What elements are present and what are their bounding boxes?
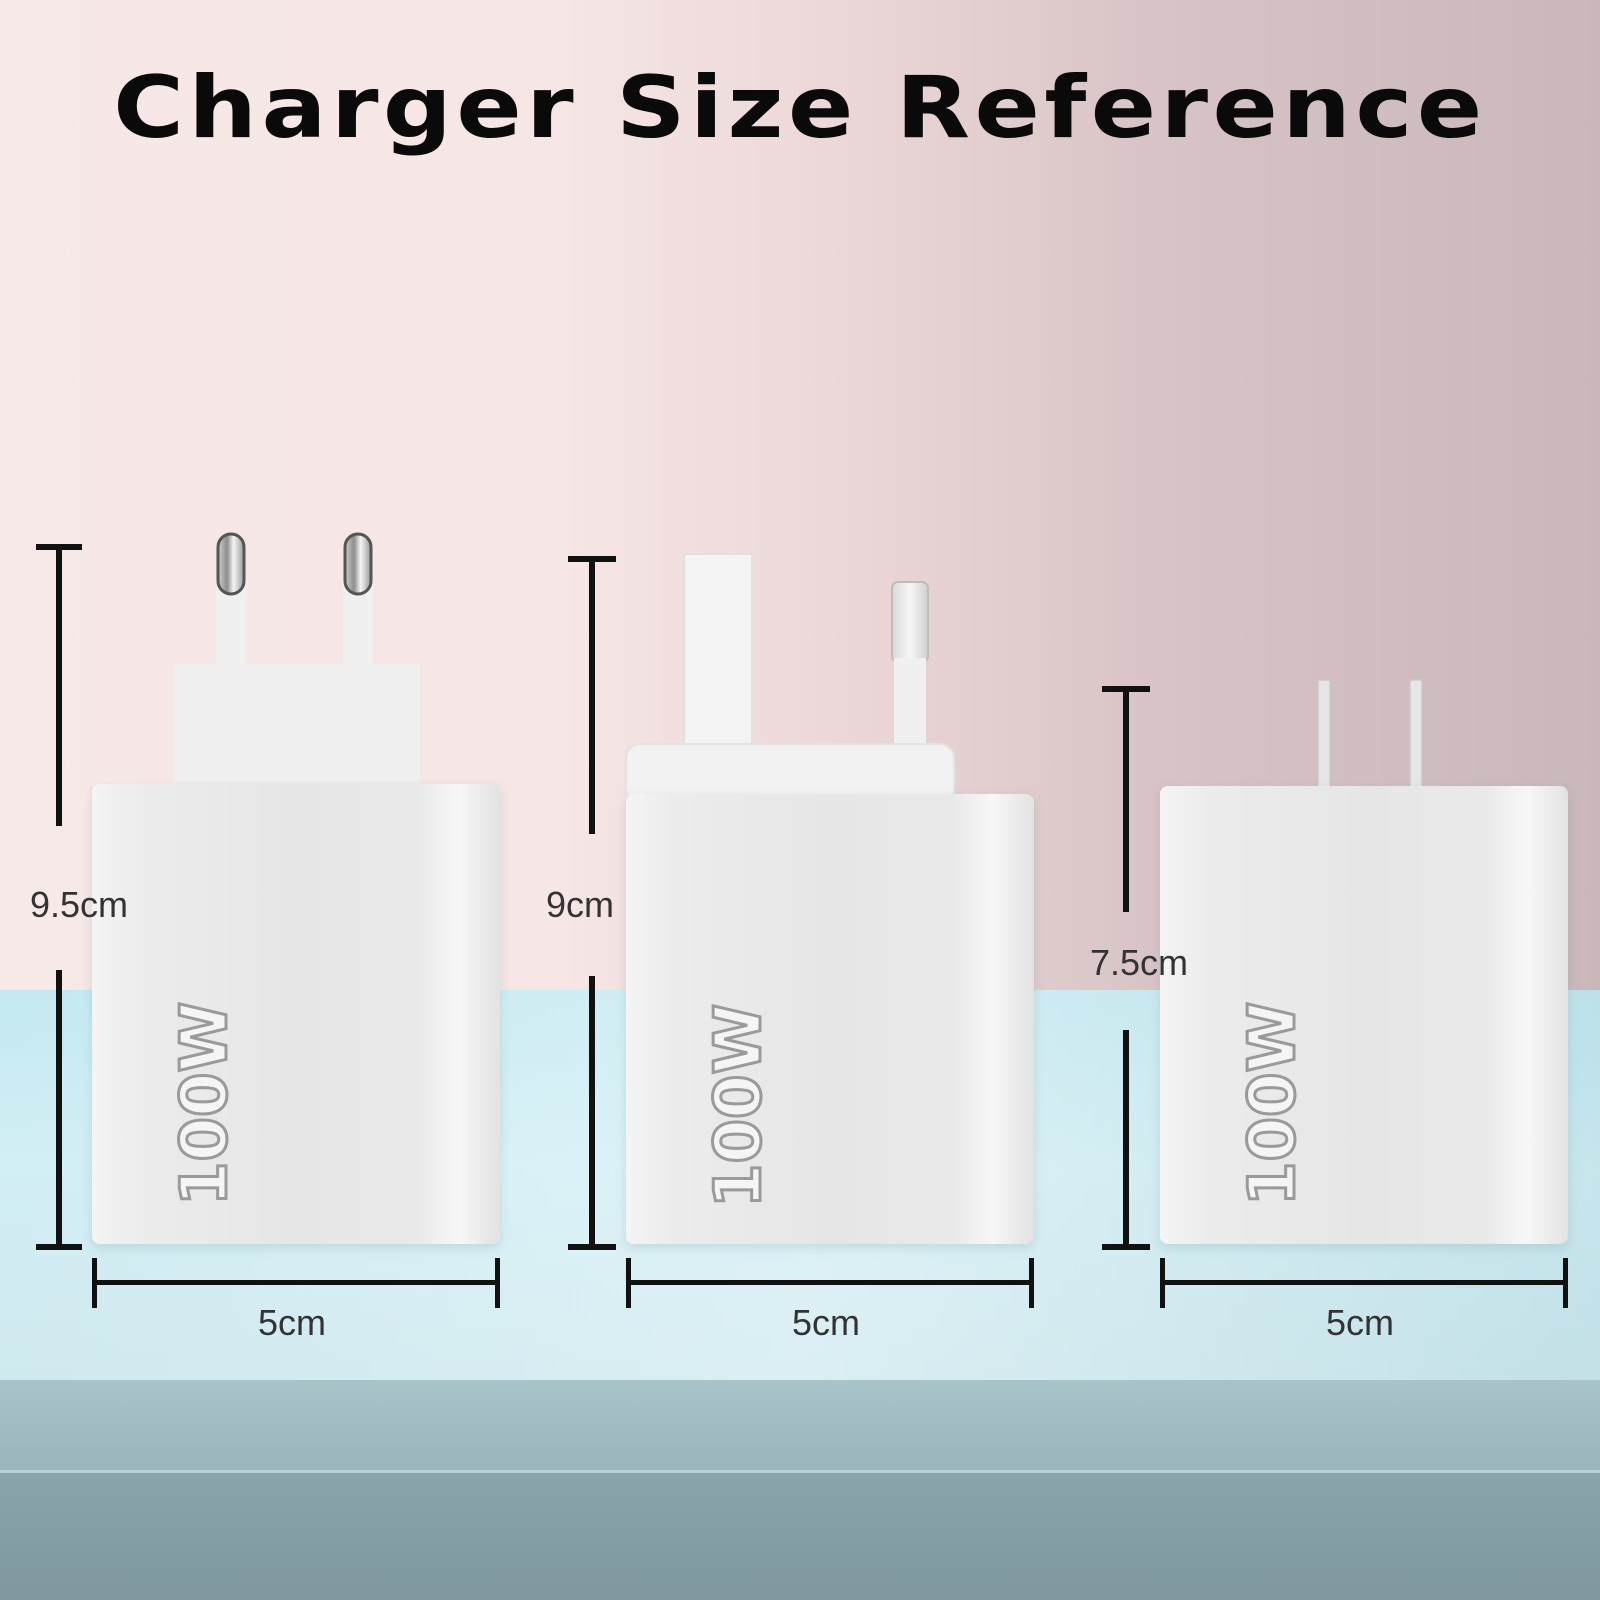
uk-height-label: 9cm: [546, 884, 615, 925]
eu-height-line-lower: [56, 970, 62, 1248]
eu-height-label: 9.5cm: [30, 884, 129, 925]
uk-height-line-upper: [589, 556, 595, 834]
eu-width-line: [92, 1280, 500, 1285]
eu-height-line-upper: [56, 544, 62, 826]
eu-height-cap-bottom: [36, 1244, 82, 1250]
page-title: Charger Size Reference: [113, 58, 1487, 158]
charger-uk-body: [626, 794, 1034, 1244]
charger-us-power-label: 100W: [1235, 1000, 1312, 1207]
uk-width-cap-left: [626, 1258, 631, 1308]
us-width-line: [1160, 1280, 1568, 1285]
table-edge: [0, 1380, 1600, 1470]
eu-width-cap-right: [495, 1258, 500, 1308]
uk-height-line-lower: [589, 976, 595, 1248]
us-width-cap-right: [1563, 1258, 1568, 1308]
eu-width-label: 5cm: [258, 1302, 327, 1343]
us-width-cap-left: [1160, 1258, 1165, 1308]
us-width-label: 5cm: [1326, 1302, 1395, 1343]
table-front: [0, 1470, 1600, 1600]
uk-width-label: 5cm: [792, 1302, 861, 1343]
eu-width-cap-left: [92, 1258, 97, 1308]
uk-width-line: [626, 1280, 1034, 1285]
uk-height-cap-bottom: [568, 1244, 616, 1250]
us-height-line-upper: [1123, 686, 1129, 912]
us-height-line-lower: [1123, 1030, 1129, 1248]
charger-eu-body: [92, 784, 500, 1244]
us-height-label: 7.5cm: [1090, 942, 1189, 983]
uk-width-cap-right: [1029, 1258, 1034, 1308]
charger-us-body: [1160, 786, 1568, 1244]
us-height-cap-bottom: [1102, 1244, 1150, 1250]
